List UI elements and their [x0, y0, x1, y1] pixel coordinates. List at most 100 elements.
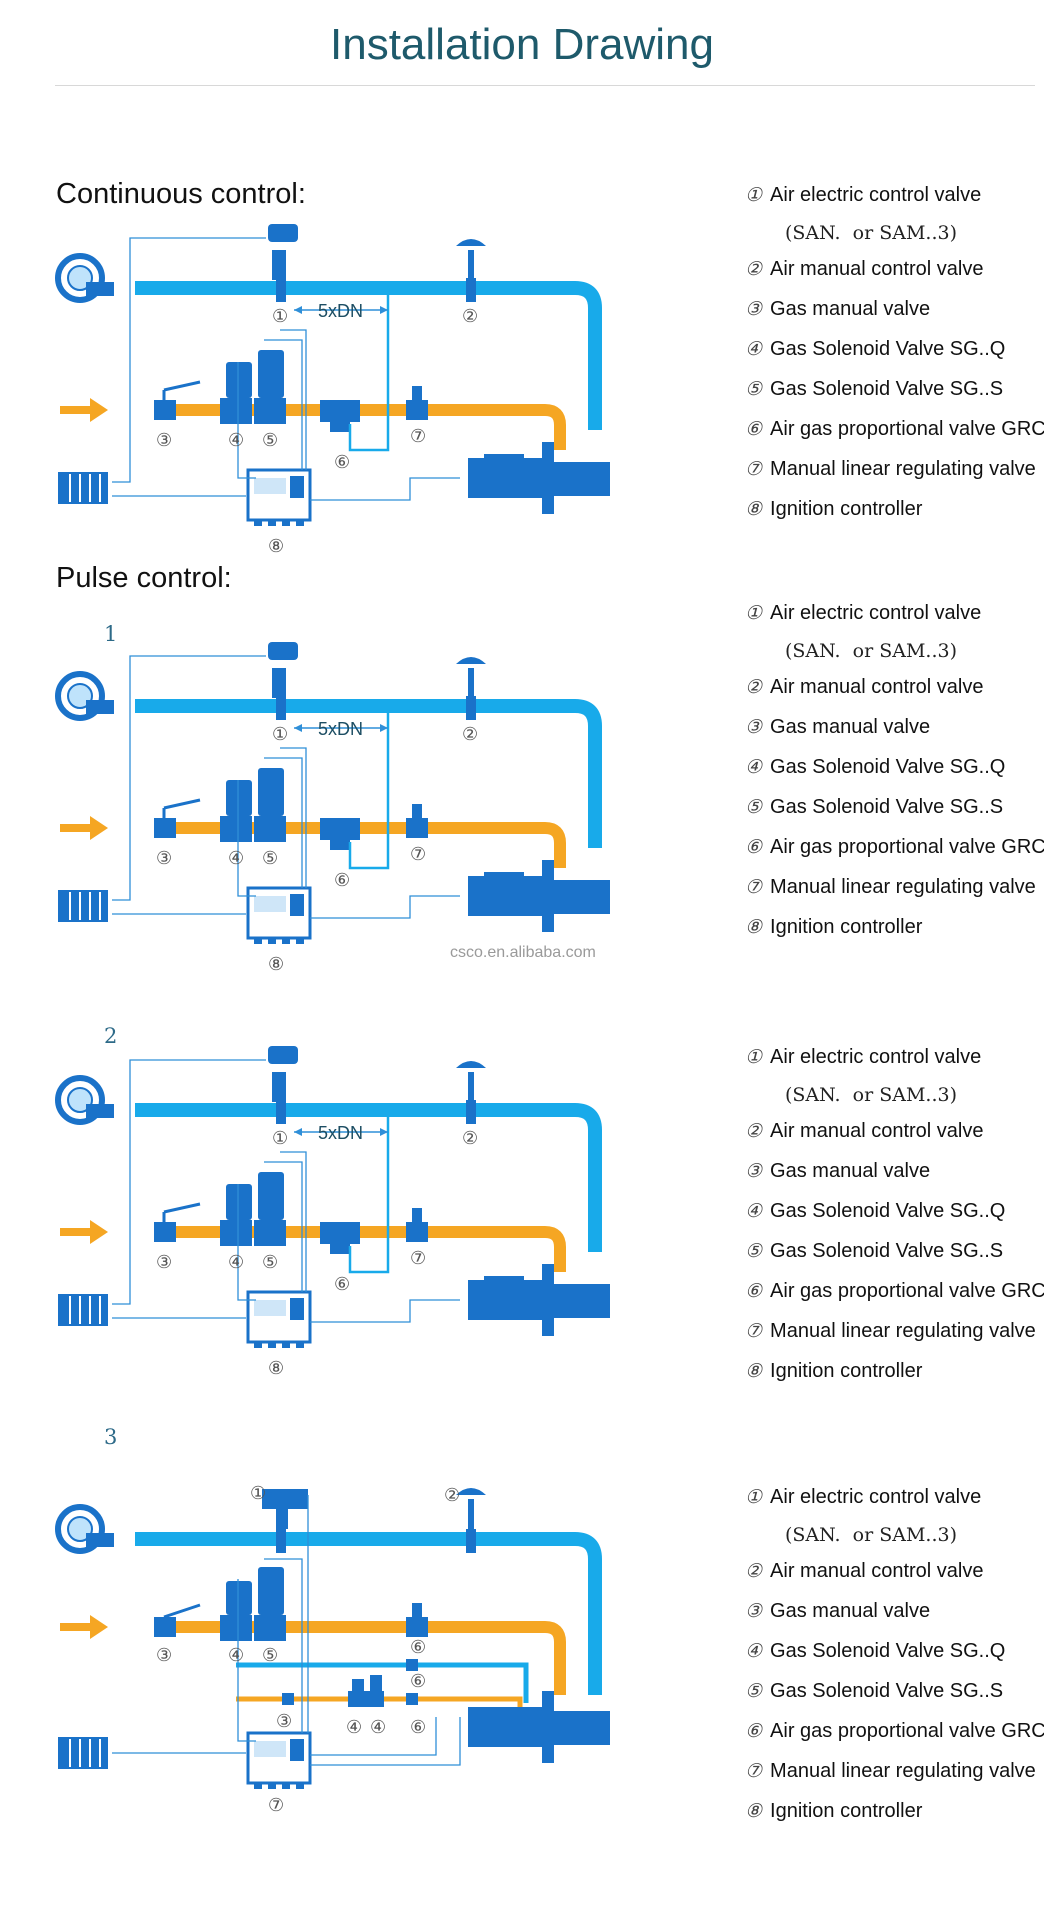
manual-linear-regulating-valve-icon [406, 386, 428, 420]
controller-icon [246, 886, 312, 944]
air-electric-control-valve-icon [268, 224, 298, 302]
dn-dimension-marker [294, 306, 388, 314]
control-lines [112, 655, 460, 919]
pulse-number-3: 3 [104, 1425, 118, 1449]
legend-item-text: Air gas proportional valve GRC [770, 418, 1044, 440]
legend-item-number: ② [745, 676, 763, 698]
label-6: ⑥ [334, 452, 350, 473]
label-4: ④ [370, 1717, 386, 1738]
legend-item-number: ③ [745, 1160, 763, 1182]
legend-subtext: (SAN. or SAM..3) [785, 222, 958, 244]
legend-item-number: ⑥ [745, 418, 763, 440]
blower-icon [55, 671, 114, 721]
legend-item-number: ① [745, 184, 763, 206]
legend-item-text: Gas Solenoid Valve SG..S [770, 1240, 1004, 1262]
air-electric-control-valve-icon [262, 1489, 308, 1553]
control-lines [112, 1059, 460, 1323]
pulse-number-2: 2 [104, 1024, 118, 1048]
legend-item-number: ⑧ [745, 916, 763, 938]
air-manual-control-valve-icon [456, 239, 486, 302]
fan-filter-icon [58, 472, 108, 504]
legend-item-number: ⑦ [745, 1760, 763, 1782]
air-manual-control-valve-icon [456, 1061, 486, 1124]
label-8: ⑧ [268, 954, 284, 975]
legend-item-text: Gas manual valve [770, 716, 931, 738]
gas-pipe [155, 822, 566, 868]
label-1: ① [250, 1483, 266, 1504]
legend-item-number: ② [745, 258, 763, 280]
label-1: ① [272, 306, 288, 327]
legend-item-text: Ignition controller [770, 498, 923, 520]
fan-filter-icon [58, 890, 108, 922]
controller-icon [246, 1290, 312, 1348]
legend-item-text: Manual linear regulating valve [770, 876, 1036, 898]
label-8: ⑧ [268, 536, 284, 557]
label-5: ⑤ [262, 1645, 278, 1666]
legend-item-number: ① [745, 602, 763, 624]
label-3: ③ [156, 430, 172, 451]
label-4: ④ [228, 1252, 244, 1273]
legend-subtext: (SAN. or SAM..3) [785, 1524, 958, 1546]
legend-item-text: Air gas proportional valve GRC [770, 1280, 1044, 1302]
manual-linear-regulating-valve-icon [406, 1603, 428, 1637]
air-gas-proportional-valve-icon [320, 288, 390, 452]
dn-dimension-marker [294, 1128, 388, 1136]
label-2: ② [462, 724, 478, 745]
label-5: ⑤ [262, 430, 278, 451]
label-3: ③ [156, 848, 172, 869]
watermark: csco.en.alibaba.com [450, 944, 596, 961]
burner-icon [468, 1691, 610, 1763]
gas-arrow-icon [60, 1220, 108, 1244]
legend-item-number: ④ [745, 338, 763, 360]
air-manual-control-valve-icon [456, 657, 486, 720]
gas-solenoid-valve-q-icon [220, 1184, 252, 1246]
gas-solenoid-valve-s-icon [254, 1172, 286, 1246]
control-lines [112, 237, 460, 501]
gas-solenoid-valve-q-icon [220, 780, 252, 842]
label-6: ⑥ [334, 1274, 350, 1295]
label-3: ③ [276, 1711, 292, 1732]
legend-item-text: Manual linear regulating valve [770, 458, 1036, 480]
legend-item-number: ③ [745, 1600, 763, 1622]
blower-icon [55, 1504, 114, 1554]
label-6: ⑥ [410, 1671, 426, 1692]
burner-icon [468, 1264, 610, 1336]
air-electric-control-valve-icon [268, 642, 298, 720]
dn-label: 5xDN [318, 301, 363, 321]
label-7: ⑦ [410, 1248, 426, 1269]
legend-item-text: Gas Solenoid Valve SG..S [770, 1680, 1004, 1702]
secondary-air-pipe [236, 1662, 529, 1703]
label-4: ④ [346, 1717, 362, 1738]
legend-item-text: Gas manual valve [770, 298, 931, 320]
diagram-continuous: 5xDN ① ② ③ ④ ⑤ ⑥ ⑦ ⑧ [50, 210, 700, 570]
legend-item-text: Air gas proportional valve GRC [770, 836, 1044, 858]
legend-item-number: ⑤ [745, 378, 763, 400]
legend-item-text: Gas Solenoid Valve SG..Q [770, 1200, 1006, 1222]
burner-icon [468, 442, 610, 514]
pulse-number-1: 1 [104, 622, 118, 646]
air-pipe [135, 1532, 602, 1695]
gas-arrow-icon [60, 1615, 108, 1639]
gas-solenoid-valve-q-icon [220, 362, 252, 424]
label-7: ⑦ [410, 426, 426, 447]
legend-item-number: ⑦ [745, 1320, 763, 1342]
legend-item-text: Gas Solenoid Valve SG..S [770, 796, 1004, 818]
legend-item-number: ① [745, 1046, 763, 1068]
